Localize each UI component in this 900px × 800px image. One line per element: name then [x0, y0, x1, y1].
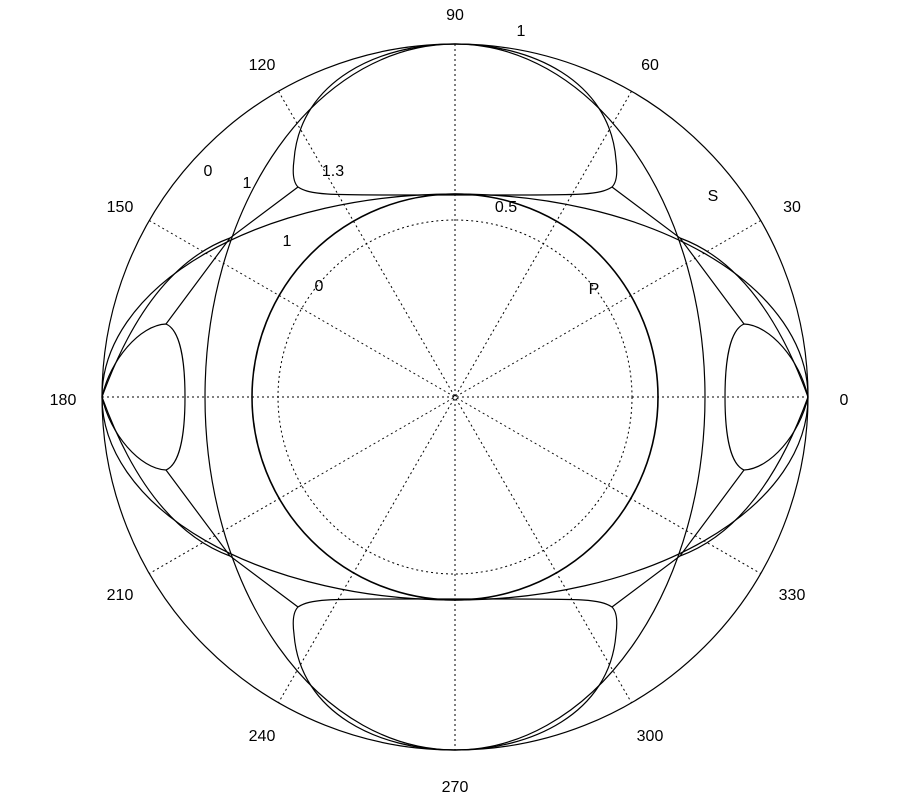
- cusp-arc-ur: [679, 237, 809, 398]
- angle-label-330: 330: [779, 587, 806, 604]
- annotation-0-upper: 0: [204, 163, 213, 180]
- cusp-line-ll: [165, 469, 299, 608]
- right-lobe: [724, 323, 809, 471]
- cusp-arc-lr: [679, 396, 809, 557]
- curve-label-p: P: [589, 281, 600, 298]
- curve-label-s: S: [708, 188, 719, 205]
- left-lobe: [101, 323, 186, 471]
- angle-label-270: 270: [442, 779, 469, 796]
- angle-label-60: 60: [641, 57, 659, 74]
- annotation-0-5: 0.5: [495, 199, 517, 216]
- angle-label-210: 210: [107, 587, 134, 604]
- curves: [101, 43, 809, 751]
- bottom-lobe: [292, 598, 618, 751]
- annotation-0-inner: 0: [315, 278, 324, 295]
- cusp-line-ul: [165, 186, 299, 325]
- annotation-1-top: 1: [517, 23, 526, 40]
- annotation-1-inner: 1: [283, 233, 292, 250]
- angle-labels: 0 30 60 90 120 150 180 210 240 270 300 3…: [50, 7, 849, 796]
- angle-label-150: 150: [107, 199, 134, 216]
- cusp-line-lr: [611, 469, 745, 608]
- angle-label-180: 180: [50, 392, 77, 409]
- annotation-1-3: 1.3: [322, 163, 344, 180]
- annotation-1-left: 1: [243, 175, 252, 192]
- angle-label-240: 240: [249, 728, 276, 745]
- annotations: 1 0 1 1.3 0.5 1 0 P S: [204, 23, 719, 298]
- angle-label-120: 120: [249, 57, 276, 74]
- cusp-line-ur: [611, 186, 745, 325]
- grid: [102, 44, 808, 750]
- angle-label-0: 0: [840, 392, 849, 409]
- cusp-arc-ll: [101, 396, 231, 557]
- cusp-arc-ul: [101, 237, 231, 398]
- angle-label-30: 30: [783, 199, 801, 216]
- top-lobe: [292, 43, 618, 196]
- angle-label-90: 90: [446, 7, 464, 24]
- angle-label-300: 300: [637, 728, 664, 745]
